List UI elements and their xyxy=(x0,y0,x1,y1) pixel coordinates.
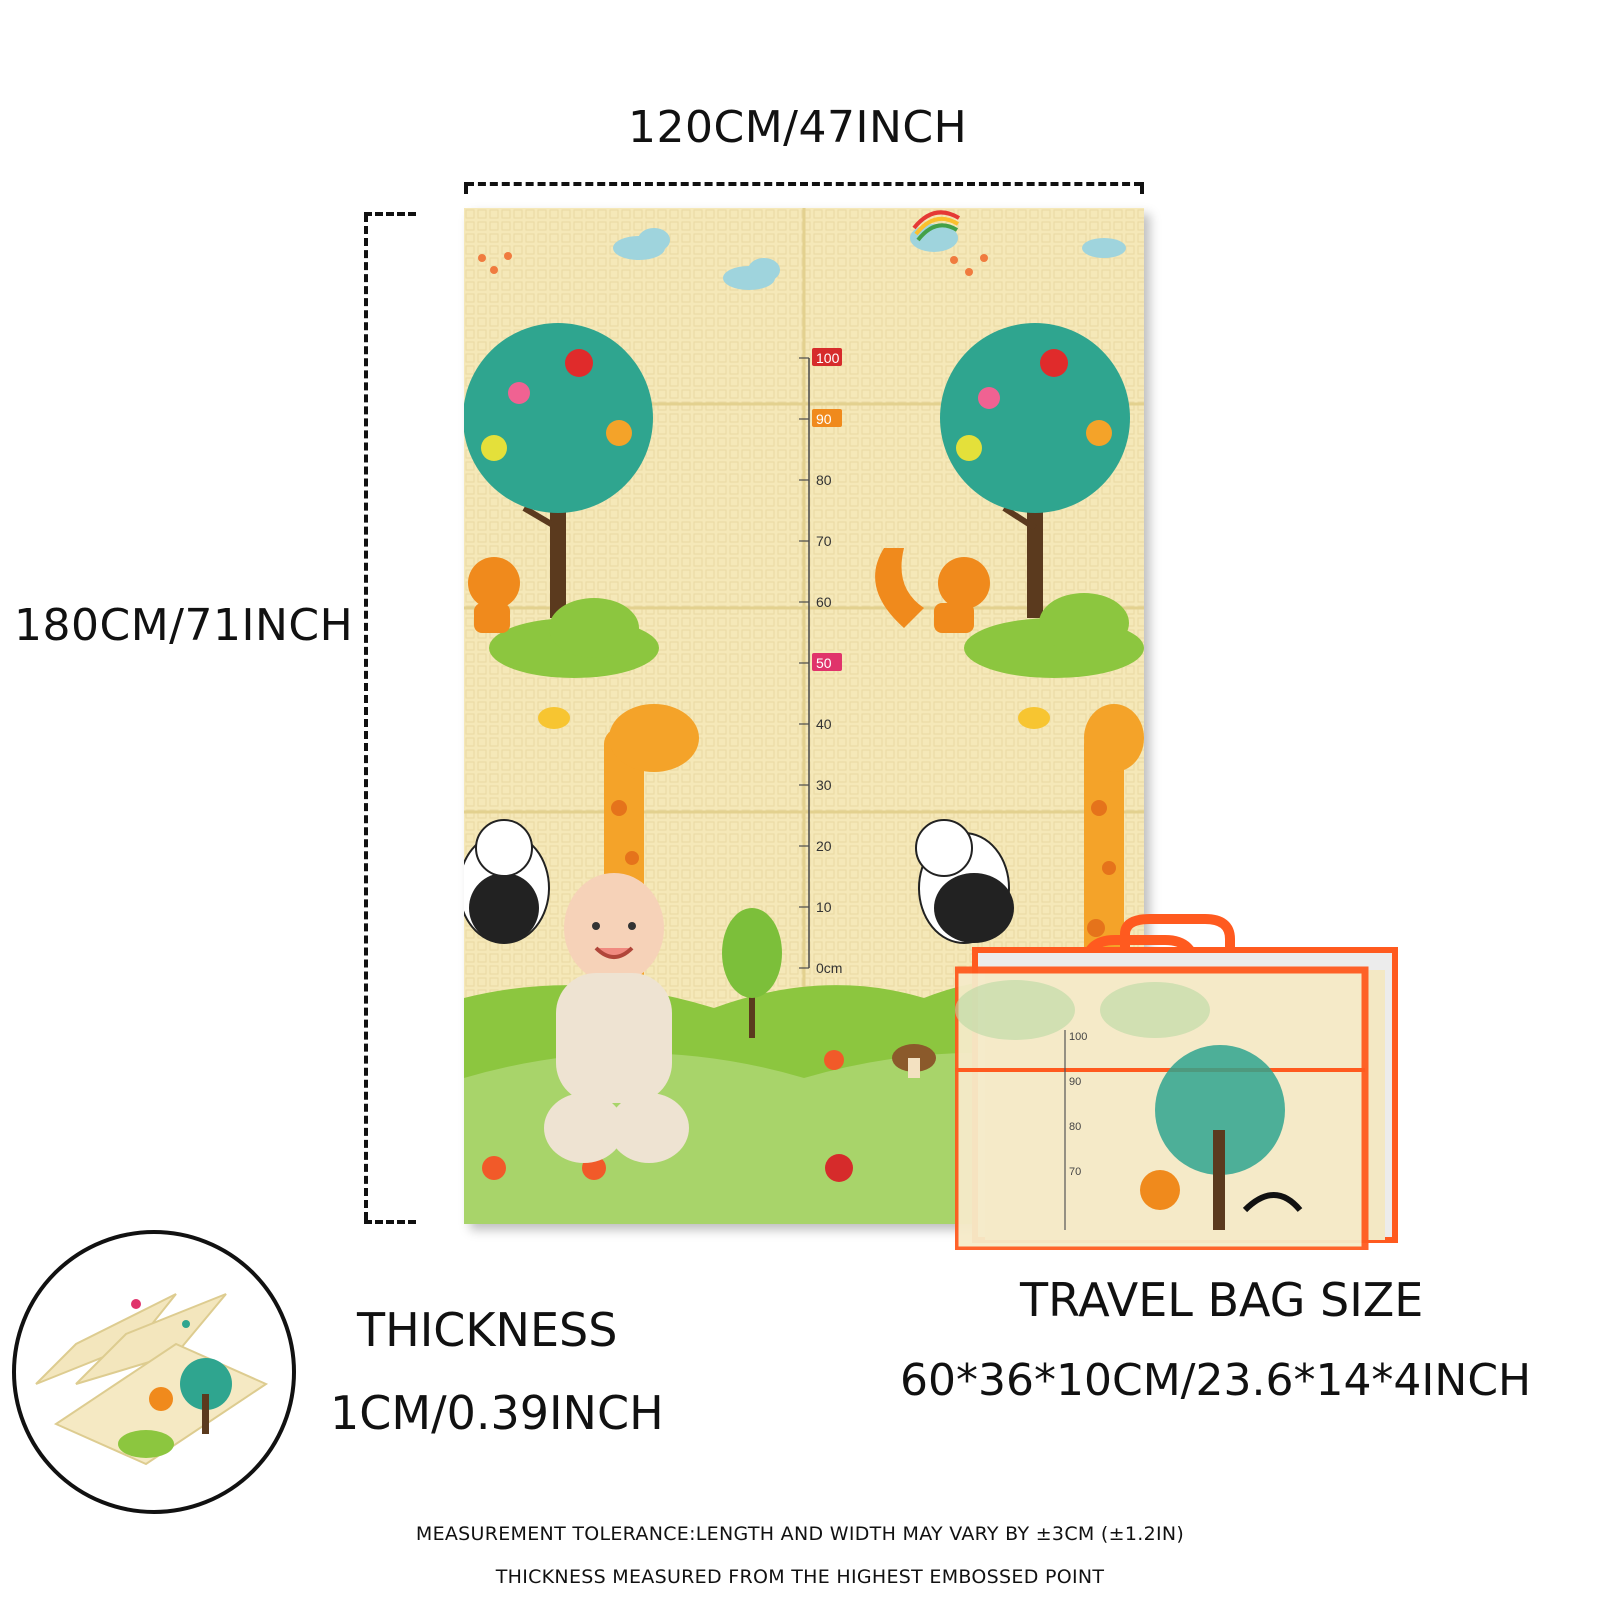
thickness-note: THICKNESS MEASURED FROM THE HIGHEST EMBO… xyxy=(495,1566,1105,1588)
height-tick-bottom xyxy=(364,1220,416,1224)
ruler-label: 60 xyxy=(816,594,832,610)
ruler-label: 0cm xyxy=(816,960,842,976)
folded-mat-illustration xyxy=(35,1293,269,1466)
ruler-label: 90 xyxy=(816,411,832,427)
width-tick-left xyxy=(464,182,468,194)
ruler-label: 40 xyxy=(816,716,832,732)
width-dimension-line xyxy=(466,182,1142,186)
ruler-label-badge xyxy=(812,348,842,366)
thickness-title: THICKNESS xyxy=(357,1303,618,1357)
height-dimension-line xyxy=(364,214,368,1220)
thickness-value: 1CM/0.39INCH xyxy=(330,1386,664,1440)
travel-bag-title: TRAVEL BAG SIZE xyxy=(1020,1273,1424,1327)
ruler-label-badge xyxy=(812,409,842,427)
bag-ruler-label: 100 xyxy=(1069,1031,1087,1043)
ruler-label-badge xyxy=(812,653,842,671)
height-tick-top xyxy=(364,212,416,216)
play-mat-image: 100 90 80 70 60 50 40 30 20 10 0cm xyxy=(464,208,1144,1224)
bag-ruler-label: 70 xyxy=(1069,1166,1081,1178)
tolerance-note: MEASUREMENT TOLERANCE:LENGTH AND WIDTH M… xyxy=(415,1523,1185,1545)
travel-bag-image: 100 90 80 70 xyxy=(951,910,1415,1254)
bag-ruler-label: 90 xyxy=(1069,1076,1081,1088)
ruler-label: 30 xyxy=(816,777,832,793)
ruler-label: 50 xyxy=(816,655,832,671)
ruler-label: 20 xyxy=(816,838,832,854)
width-tick-right xyxy=(1140,182,1144,194)
travel-bag-illustration: 100 90 80 70 xyxy=(951,914,1398,1254)
height-label: 180CM/71INCH xyxy=(14,600,354,651)
ruler-label: 10 xyxy=(816,899,832,915)
ruler-label: 100 xyxy=(816,350,840,366)
width-label: 120CM/47INCH xyxy=(628,102,968,153)
bag-ruler-label: 80 xyxy=(1069,1121,1081,1133)
ruler-label: 80 xyxy=(816,472,832,488)
ruler-label: 70 xyxy=(816,533,832,549)
play-mat-illustration: 100 90 80 70 60 50 40 30 20 10 0cm xyxy=(464,208,1144,1224)
folded-mat-thumbnail xyxy=(12,1230,296,1514)
travel-bag-size: 60*36*10CM/23.6*14*4INCH xyxy=(900,1355,1532,1406)
